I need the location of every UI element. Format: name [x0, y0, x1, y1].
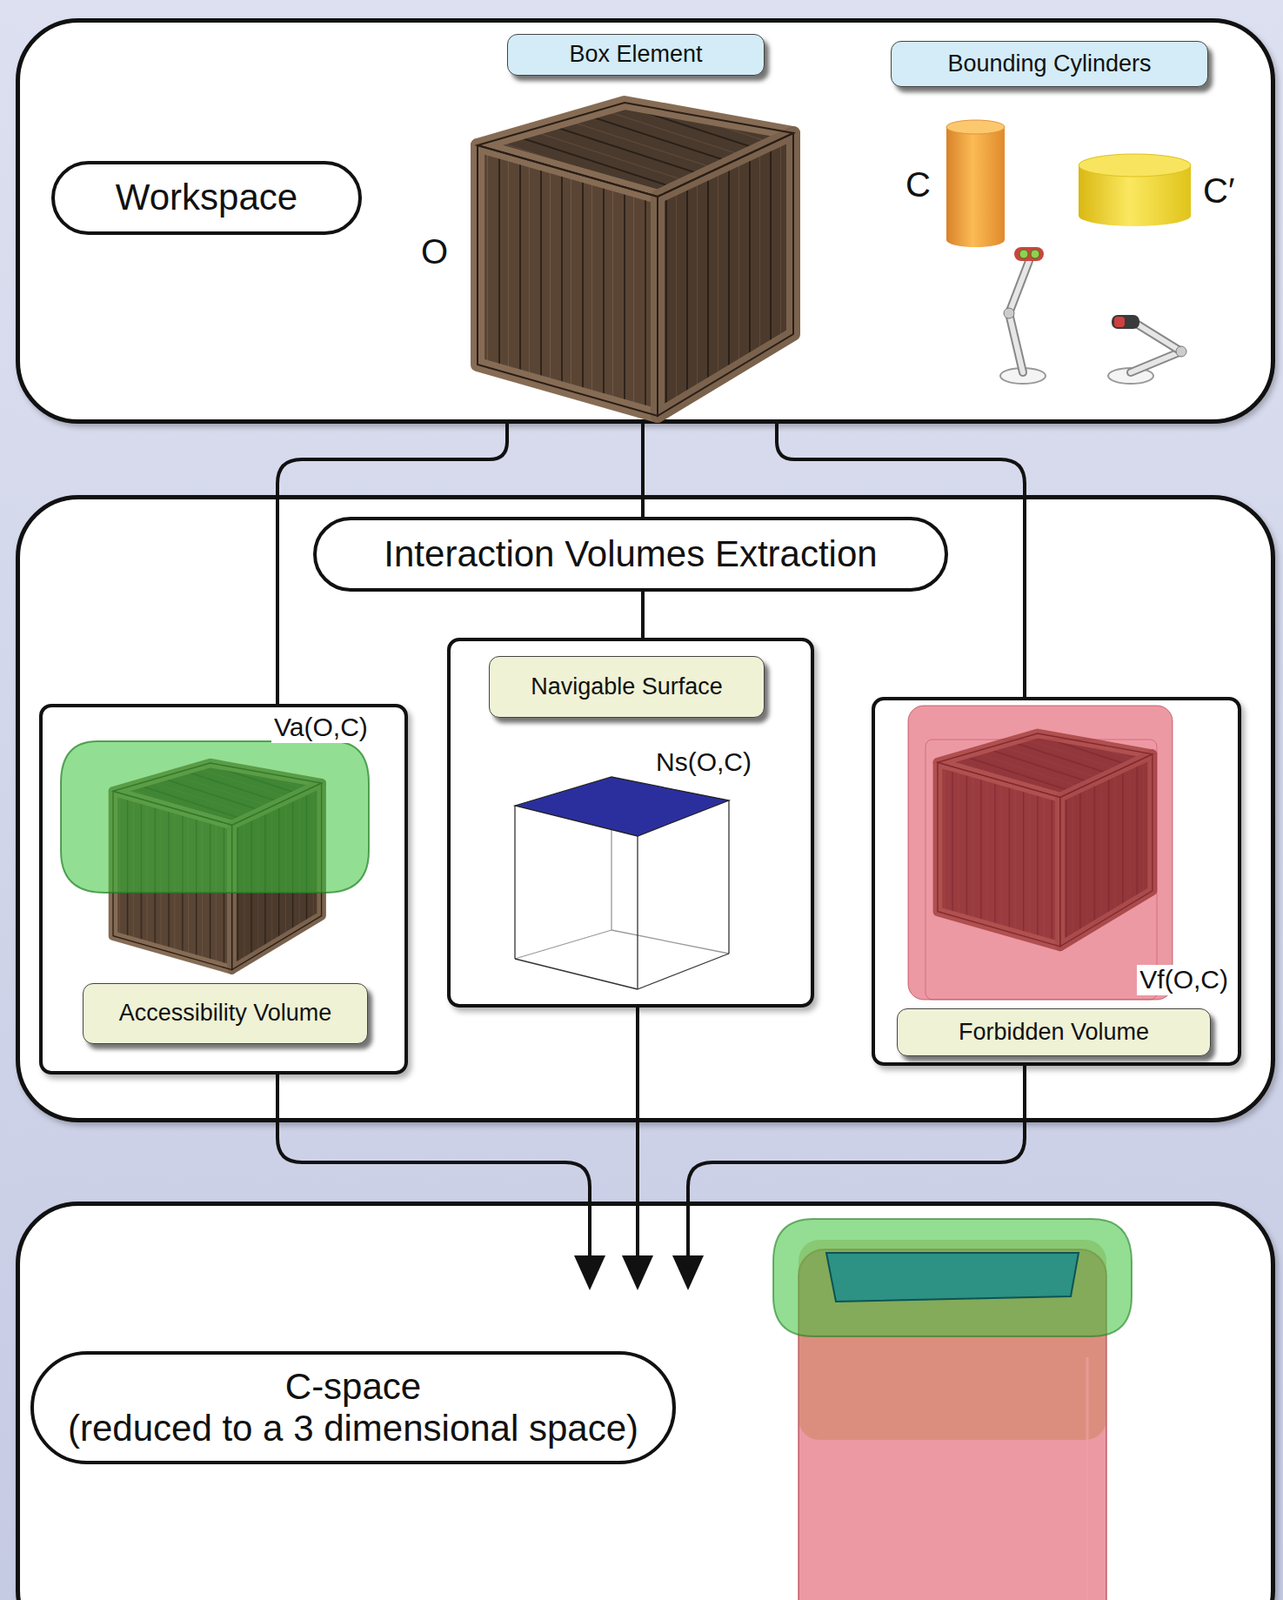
heading-pill: Workspace	[51, 160, 362, 235]
robot-arm	[1000, 247, 1046, 384]
part-label: O	[420, 232, 448, 271]
bounding-cylinder	[1078, 153, 1191, 227]
heading-pill: Interaction Volumes Extraction	[313, 516, 949, 592]
volume-box: Vf(O,C) Forbidden Volume	[871, 696, 1242, 1066]
volume-tag: Forbidden Volume	[896, 1008, 1211, 1056]
extraction-panel: Interaction Volumes ExtractionVa(O,C) Acc…	[15, 494, 1276, 1123]
robot-arm	[1108, 314, 1187, 384]
navigable-surface	[514, 776, 729, 989]
element-tag: Bounding Cylinders	[890, 40, 1209, 87]
volume-box: Ns(O,C) Navigable Surface	[447, 637, 815, 1008]
bounding-cylinder	[946, 120, 1005, 248]
heading-text: Interaction Volumes Extraction	[383, 533, 877, 575]
element-tag: Box Element	[507, 33, 765, 76]
volume-tag: Accessibility Volume	[82, 982, 368, 1044]
connector	[277, 1074, 606, 1290]
heading-text: (reduced to a 3 dimensional space)	[67, 1407, 639, 1450]
arrowhead	[672, 1255, 704, 1290]
heading-pill: C-space(reduced to a 3 dimensional space…	[30, 1350, 676, 1464]
volume-label: Vf(O,C)	[1136, 964, 1231, 996]
forbidden-volume	[908, 705, 1173, 1000]
connector-line	[688, 1065, 1025, 1261]
accessibility-volume	[60, 741, 369, 970]
connector	[672, 1065, 1025, 1290]
tag-text: Accessibility Volume	[119, 999, 333, 1027]
part-label: C′	[1202, 171, 1235, 210]
workspace-panel: Workspace Box Element Bounding CylindersO C…	[15, 18, 1276, 424]
volume-label: Va(O,C)	[271, 712, 371, 743]
connector-line	[635, 1007, 640, 1261]
tag-text: Navigable Surface	[530, 673, 723, 701]
c-space-panel: C-space(reduced to a 3 dimensional space…	[15, 1201, 1276, 1600]
volume-label: Ns(O,C)	[653, 747, 755, 778]
connector-line	[641, 423, 645, 517]
tag-text: Box Element	[568, 40, 702, 68]
connector	[642, 423, 644, 517]
heading-text: C-space	[285, 1365, 421, 1408]
arrowhead	[574, 1255, 606, 1290]
volume-tag: Navigable Surface	[488, 655, 765, 718]
connector	[642, 591, 644, 638]
arrowhead	[621, 1255, 654, 1290]
tag-text: Bounding Cylinders	[947, 50, 1151, 78]
connector-line	[277, 1074, 590, 1261]
c-space-volume	[773, 1218, 1132, 1600]
wooden-crate	[477, 102, 794, 416]
volume-box: Va(O,C) Accessibility Volume	[39, 703, 408, 1075]
connector	[621, 1007, 654, 1290]
connector-line	[641, 591, 645, 638]
part-label: C	[905, 165, 931, 204]
heading-text: Workspace	[115, 176, 298, 219]
tag-text: Forbidden Volume	[958, 1018, 1150, 1046]
